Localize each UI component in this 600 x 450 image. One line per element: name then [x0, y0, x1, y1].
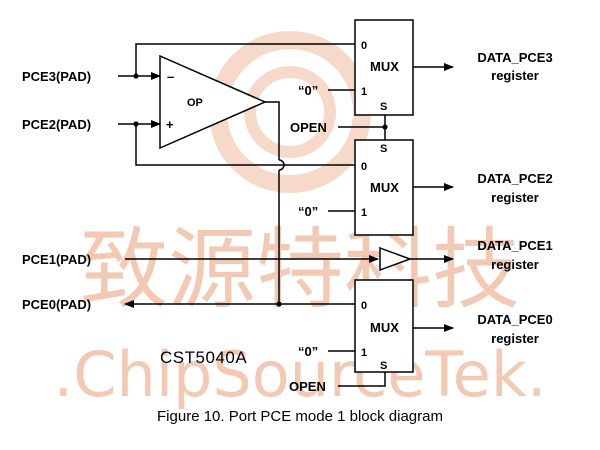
watermark-cn: 致源特科技 [80, 218, 520, 321]
mux-sel: S [380, 143, 387, 155]
const-zero-pce2: “0” [298, 204, 318, 219]
output-pce2-name: DATA_PCE2 [477, 171, 552, 186]
input-pce3: PCE3(PAD) [22, 69, 91, 84]
mux-label: MUX [370, 59, 399, 74]
input-pce0: PCE0(PAD) [22, 297, 91, 312]
junction-dot [133, 121, 139, 127]
mux-in1: 1 [361, 207, 367, 219]
wires [118, 43, 454, 387]
part-number: CST5040A [160, 348, 247, 367]
mux-pce2: S 0 MUX 1 [354, 139, 414, 236]
mux-sel: S [380, 360, 387, 372]
output-pce0-sub: register [491, 331, 539, 346]
watermark-logo-inner [244, 66, 336, 158]
output-pce3-name: DATA_PCE3 [477, 50, 552, 65]
mux-in0: 0 [361, 161, 367, 173]
op-amp-label: OP [187, 97, 203, 109]
open-label-top: OPEN [290, 120, 327, 135]
output-pce0-name: DATA_PCE0 [477, 312, 552, 327]
const-zero-pce0: “0” [298, 344, 318, 359]
buffer-triangle [379, 246, 413, 272]
figure-caption: Figure 10. Port PCE mode 1 block diagram [157, 408, 443, 425]
op-amp-minus: – [167, 69, 174, 84]
output-pce1-name: DATA_PCE1 [477, 238, 552, 253]
mux-in0: 0 [361, 40, 367, 52]
mux-label: MUX [370, 320, 399, 335]
mux-in0: 0 [361, 300, 367, 312]
mux-pce3: 0 MUX 1 S [354, 19, 414, 116]
input-pce1: PCE1(PAD) [22, 252, 91, 267]
mux-in1: 1 [361, 347, 367, 359]
junction-dot [276, 301, 282, 307]
mux-sel: S [380, 101, 387, 113]
junctions [133, 73, 388, 307]
input-pce2: PCE2(PAD) [22, 117, 91, 132]
output-pce3-sub: register [491, 68, 539, 83]
output-pce2-sub: register [491, 190, 539, 205]
mux-label: MUX [370, 180, 399, 195]
junction-dot [133, 73, 139, 79]
output-pce1-sub: register [491, 257, 539, 272]
mux-pce0: 0 MUX 1 S [354, 279, 414, 373]
mux-in1: 1 [361, 86, 367, 98]
op-amp-plus: + [166, 117, 174, 132]
op-amp-triangle [159, 54, 267, 150]
watermark-en: .ChipSourceTek. [54, 338, 547, 411]
junction-dot [382, 124, 388, 130]
op-amp: OP – + [159, 54, 267, 150]
const-zero-pce3: “0” [298, 83, 318, 98]
open-label-bottom: OPEN [289, 379, 326, 394]
